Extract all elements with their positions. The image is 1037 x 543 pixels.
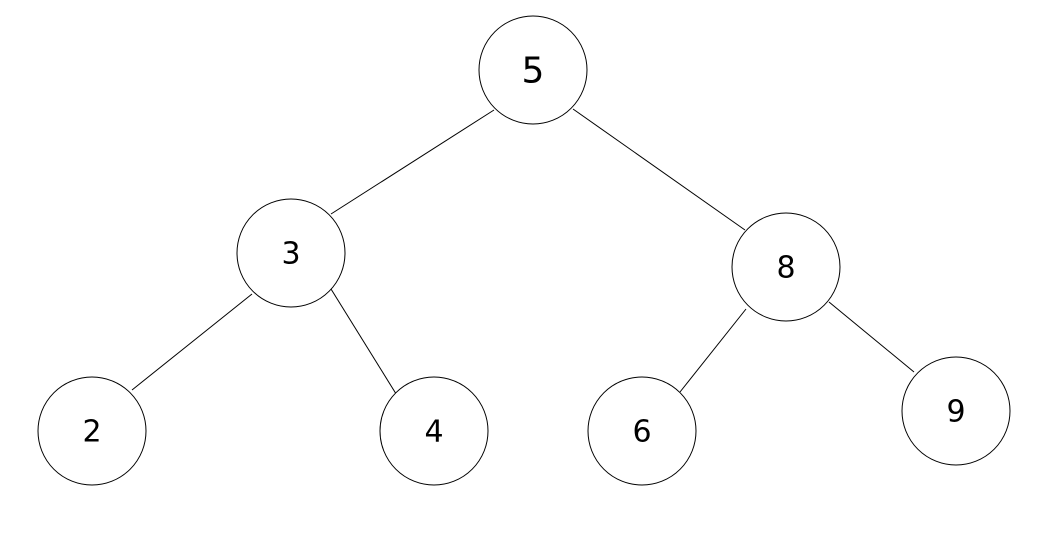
node-label: 4 (424, 415, 443, 450)
tree-node-9: 9 (901, 356, 1011, 466)
node-label: 9 (946, 395, 965, 430)
node-label: 6 (632, 415, 651, 450)
node-circle (587, 376, 697, 486)
node-circle (478, 15, 588, 125)
tree-node-8: 8 (731, 212, 841, 322)
node-label: 2 (82, 415, 101, 450)
tree-node-3: 3 (236, 198, 346, 308)
node-label: 8 (776, 251, 795, 286)
edge-3-4 (330, 288, 399, 398)
node-circle (379, 376, 489, 486)
edge-5-8 (572, 108, 746, 231)
node-circle (37, 376, 147, 486)
tree-node-4: 4 (379, 376, 489, 486)
tree-node-2: 2 (37, 376, 147, 486)
tree-node-6: 6 (587, 376, 697, 486)
edge-5-3 (330, 109, 495, 215)
tree-node-5: 5 (478, 15, 588, 125)
edge-8-9 (828, 301, 915, 373)
node-label: 5 (522, 51, 545, 92)
edge-3-2 (131, 293, 253, 391)
node-circle (731, 212, 841, 322)
edge-8-6 (679, 308, 747, 393)
node-circle (236, 198, 346, 308)
node-circle (901, 356, 1011, 466)
node-label: 3 (281, 237, 300, 272)
